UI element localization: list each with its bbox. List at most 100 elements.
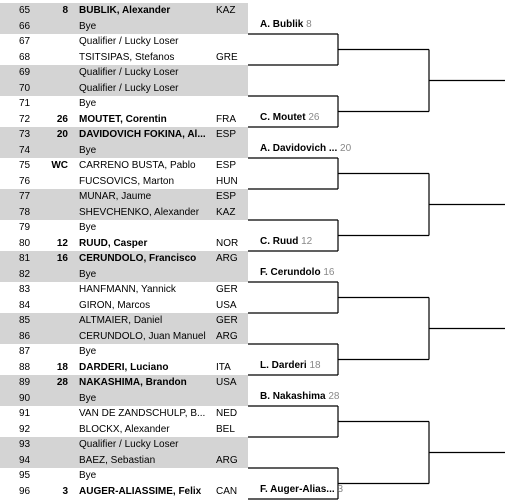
round2-entry[interactable]: F. Auger-Alias... 3 bbox=[260, 484, 343, 496]
seed-label: 16 bbox=[56, 253, 68, 264]
round2-seed: 3 bbox=[337, 484, 343, 495]
nationality: ARG bbox=[216, 454, 238, 466]
draw-number: 86 bbox=[19, 330, 31, 342]
player-name[interactable]: Bye bbox=[79, 392, 97, 404]
nationality: ARG bbox=[216, 253, 238, 264]
draw-number: 70 bbox=[19, 82, 31, 94]
draw-number: 94 bbox=[19, 454, 31, 466]
player-name[interactable]: BAEZ, Sebastian bbox=[79, 454, 156, 466]
nationality: ESP bbox=[216, 191, 237, 202]
round2-entry[interactable]: C. Moutet 26 bbox=[260, 112, 319, 124]
nationality: ESP bbox=[216, 160, 237, 171]
round2-seed: 26 bbox=[308, 112, 320, 123]
round2-entry[interactable]: L. Darderi 18 bbox=[260, 360, 321, 372]
player-name[interactable]: BLOCKX, Alexander bbox=[79, 423, 170, 435]
draw-number: 95 bbox=[19, 470, 31, 481]
round2-entry[interactable]: F. Cerundolo 16 bbox=[260, 267, 334, 279]
round2-player-name: F. Cerundolo bbox=[260, 267, 321, 278]
player-name[interactable]: Bye bbox=[79, 268, 97, 280]
player-name[interactable]: MOUTET, Corentin bbox=[79, 113, 167, 125]
draw-number: 93 bbox=[19, 439, 31, 450]
player-name[interactable]: Bye bbox=[79, 144, 97, 156]
player-name[interactable]: FUCSOVICS, Marton bbox=[79, 175, 175, 187]
draw-number: 71 bbox=[19, 98, 31, 109]
seed-label: 26 bbox=[56, 113, 68, 125]
draw-number: 96 bbox=[19, 485, 31, 497]
nationality: CAN bbox=[216, 485, 238, 497]
player-name[interactable]: CERUNDOLO, Juan Manuel bbox=[79, 330, 206, 342]
draw-number: 91 bbox=[19, 408, 31, 419]
draw-number: 68 bbox=[19, 51, 31, 63]
player-name[interactable]: SHEVCHENKO, Alexander bbox=[79, 206, 200, 218]
player-name[interactable]: AUGER-ALIASSIME, Felix bbox=[79, 485, 202, 497]
player-name[interactable]: Bye bbox=[79, 346, 97, 357]
draw-row: 70 Qualifier / Lucky Loser bbox=[0, 80, 248, 96]
player-name[interactable]: DARDERI, Luciano bbox=[79, 361, 169, 373]
player-name[interactable]: Qualifier / Lucky Loser bbox=[79, 82, 179, 94]
round2-seed: 16 bbox=[323, 267, 335, 278]
player-name[interactable]: VAN DE ZANDSCHULP, B... bbox=[79, 408, 206, 419]
player-name[interactable]: Qualifier / Lucky Loser bbox=[79, 36, 179, 47]
draw-row: 95 Bye bbox=[0, 468, 248, 484]
player-name[interactable]: MUNAR, Jaume bbox=[79, 191, 152, 202]
round2-seed: 8 bbox=[306, 19, 312, 30]
player-name[interactable]: HANFMANN, Yannick bbox=[79, 284, 176, 295]
nationality: HUN bbox=[216, 175, 238, 187]
draw-number: 73 bbox=[19, 129, 31, 140]
player-name[interactable]: NAKASHIMA, Brandon bbox=[79, 377, 187, 388]
draw-number: 80 bbox=[19, 237, 31, 249]
round2-entry[interactable]: B. Nakashima 28 bbox=[260, 391, 340, 403]
nationality: KAZ bbox=[216, 5, 236, 16]
round2-entry[interactable]: A. Bublik 8 bbox=[260, 19, 312, 31]
player-name[interactable]: BUBLIK, Alexander bbox=[79, 5, 171, 16]
nationality: NOR bbox=[216, 237, 239, 249]
draw-row: 93 Qualifier / Lucky Loser bbox=[0, 437, 248, 453]
draw-row: 94 BAEZ, Sebastian ARG bbox=[0, 452, 248, 468]
player-name[interactable]: GIRON, Marcos bbox=[79, 299, 151, 311]
draw-number: 72 bbox=[19, 113, 31, 125]
player-name[interactable]: Bye bbox=[79, 20, 97, 32]
draw-row: 71 Bye bbox=[0, 96, 248, 112]
player-name[interactable]: Bye bbox=[79, 98, 97, 109]
player-name[interactable]: RUUD, Casper bbox=[79, 237, 148, 249]
seed-label: 8 bbox=[62, 5, 68, 16]
draw-number: 82 bbox=[19, 268, 31, 280]
draw-row: 82 Bye bbox=[0, 266, 248, 282]
player-name[interactable]: Qualifier / Lucky Loser bbox=[79, 439, 179, 450]
draw-number: 88 bbox=[19, 361, 31, 373]
player-name[interactable]: Bye bbox=[79, 222, 97, 233]
player-name[interactable]: Bye bbox=[79, 470, 97, 481]
round2-entry[interactable]: A. Davidovich ... 20 bbox=[260, 143, 351, 155]
player-name[interactable]: DAVIDOVICH FOKINA, Al... bbox=[79, 129, 206, 140]
draw-number: 92 bbox=[19, 423, 31, 435]
player-name[interactable]: CERUNDOLO, Francisco bbox=[79, 253, 197, 264]
nationality: NED bbox=[216, 408, 238, 419]
nationality: KAZ bbox=[216, 206, 236, 218]
round2-player-name: C. Ruud bbox=[260, 236, 299, 247]
draw-number: 75 bbox=[19, 160, 31, 171]
seed-label: 28 bbox=[56, 377, 68, 388]
player-name[interactable]: ALTMAIER, Daniel bbox=[79, 315, 163, 326]
player-name[interactable]: Qualifier / Lucky Loser bbox=[79, 67, 179, 78]
nationality: ARG bbox=[216, 330, 238, 342]
player-name[interactable]: CARRENO BUSTA, Pablo bbox=[79, 160, 196, 171]
nationality: USA bbox=[216, 377, 237, 388]
nationality: USA bbox=[216, 299, 237, 311]
nationality: ESP bbox=[216, 129, 237, 140]
draw-row: 91 VAN DE ZANDSCHULP, B... NED bbox=[0, 406, 248, 422]
round2-entry[interactable]: C. Ruud 12 bbox=[260, 236, 312, 248]
player-name[interactable]: TSITSIPAS, Stefanos bbox=[79, 51, 175, 63]
